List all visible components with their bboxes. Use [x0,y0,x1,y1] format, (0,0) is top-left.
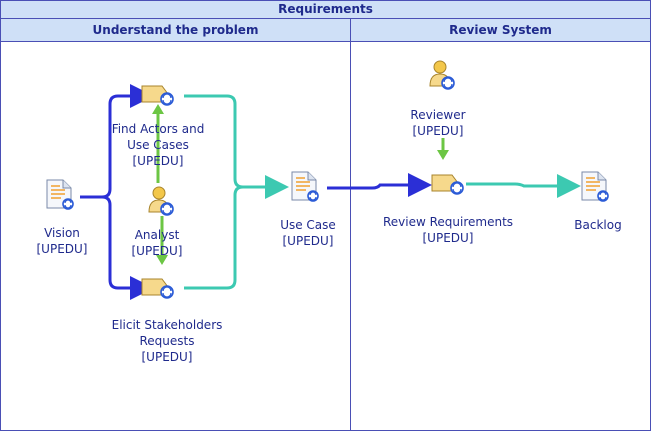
arrowhead-up [152,104,164,114]
label-line: Analyst [134,228,180,242]
label-line: [UPEDU] [131,244,183,258]
label-line: Review Requirements [382,215,514,229]
document-icon[interactable] [290,170,320,204]
flow-elicit-to-usecase [184,185,244,290]
lane-divider [350,41,351,431]
lane-header-understand: Understand the problem [0,18,351,42]
role-icon[interactable] [428,60,458,92]
node-label-vision: Vision [UPEDU] [22,225,102,257]
flow-vision-to-elicit [80,195,154,300]
node-label-analyst: Analyst [UPEDU] [117,227,197,259]
label-line: [UPEDU] [412,124,464,138]
task-icon[interactable] [140,82,178,108]
label-line: Requests [139,334,195,348]
label-line: [UPEDU] [422,231,474,245]
label-line: [UPEDU] [282,234,334,248]
label-line: Find Actors and [111,122,205,136]
label-line: [UPEDU] [36,242,88,256]
node-label-reviewer: Reviewer [UPEDU] [398,107,478,139]
label-line: Reviewer [410,108,466,122]
document-icon[interactable] [45,178,75,212]
label-line: Backlog [574,218,622,232]
role-icon[interactable] [147,186,177,218]
node-label-backlog: Backlog [558,217,638,233]
lane-header-review: Review System [350,18,651,42]
label-line: Use Cases [127,138,189,152]
label-line: [UPEDU] [132,154,184,168]
label-line: Use Case [280,218,336,232]
document-icon[interactable] [580,170,610,204]
node-label-find-actors: Find Actors and Use Cases [UPEDU] [98,121,218,169]
arrowhead-down [437,150,449,160]
label-line: [UPEDU] [141,350,193,364]
node-label-review-requirements: Review Requirements [UPEDU] [378,214,518,246]
node-label-use-case: Use Case [UPEDU] [268,217,348,249]
flow-review-to-backlog [466,174,581,198]
task-icon[interactable] [430,171,468,197]
node-label-elicit: Elicit Stakeholders Requests [UPEDU] [102,317,232,365]
flow-usecase-to-review [327,173,432,197]
arrowhead-down [156,255,168,265]
label-line: Vision [44,226,80,240]
label-line: Elicit Stakeholders [111,318,223,332]
task-icon[interactable] [140,275,178,301]
